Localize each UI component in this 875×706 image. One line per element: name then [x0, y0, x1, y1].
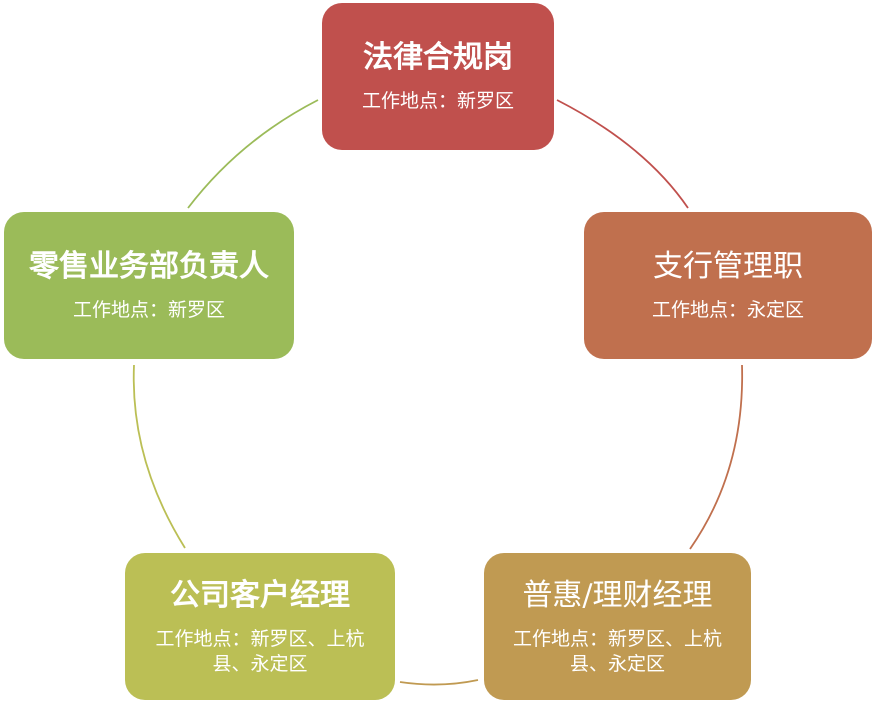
node-location: 工作地点：永定区	[651, 299, 804, 321]
node-corporate-account-manager: 公司客户经理 工作地点：新罗区、上杭县、永定区	[125, 553, 395, 700]
node-location: 工作地点：新罗区、上杭县、永定区	[512, 627, 722, 675]
node-title: 公司客户经理	[170, 577, 350, 613]
node-branch-management: 支行管理职 工作地点：永定区	[584, 212, 872, 359]
node-location: 工作地点：新罗区	[361, 90, 514, 112]
connector-wealth-to-corporate	[399, 679, 479, 686]
node-title: 支行管理职	[653, 249, 803, 284]
node-legal-compliance: 法律合规岗 工作地点：新罗区	[322, 3, 554, 150]
node-location: 工作地点：新罗区	[72, 299, 225, 321]
node-location: 工作地点：新罗区、上杭县、永定区	[155, 627, 365, 675]
connector-retail-to-legal	[187, 99, 319, 209]
node-title: 零售业务部负责人	[29, 249, 269, 284]
node-wealth-manager: 普惠/理财经理 工作地点：新罗区、上杭县、永定区	[484, 553, 751, 700]
node-title: 法律合规岗	[363, 40, 513, 75]
connector-branch-to-wealth	[689, 364, 744, 550]
connector-legal-to-branch	[556, 99, 689, 209]
node-retail-head: 零售业务部负责人 工作地点：新罗区	[4, 212, 294, 359]
node-title: 普惠/理财经理	[522, 577, 713, 613]
connector-corporate-to-retail	[132, 364, 186, 549]
